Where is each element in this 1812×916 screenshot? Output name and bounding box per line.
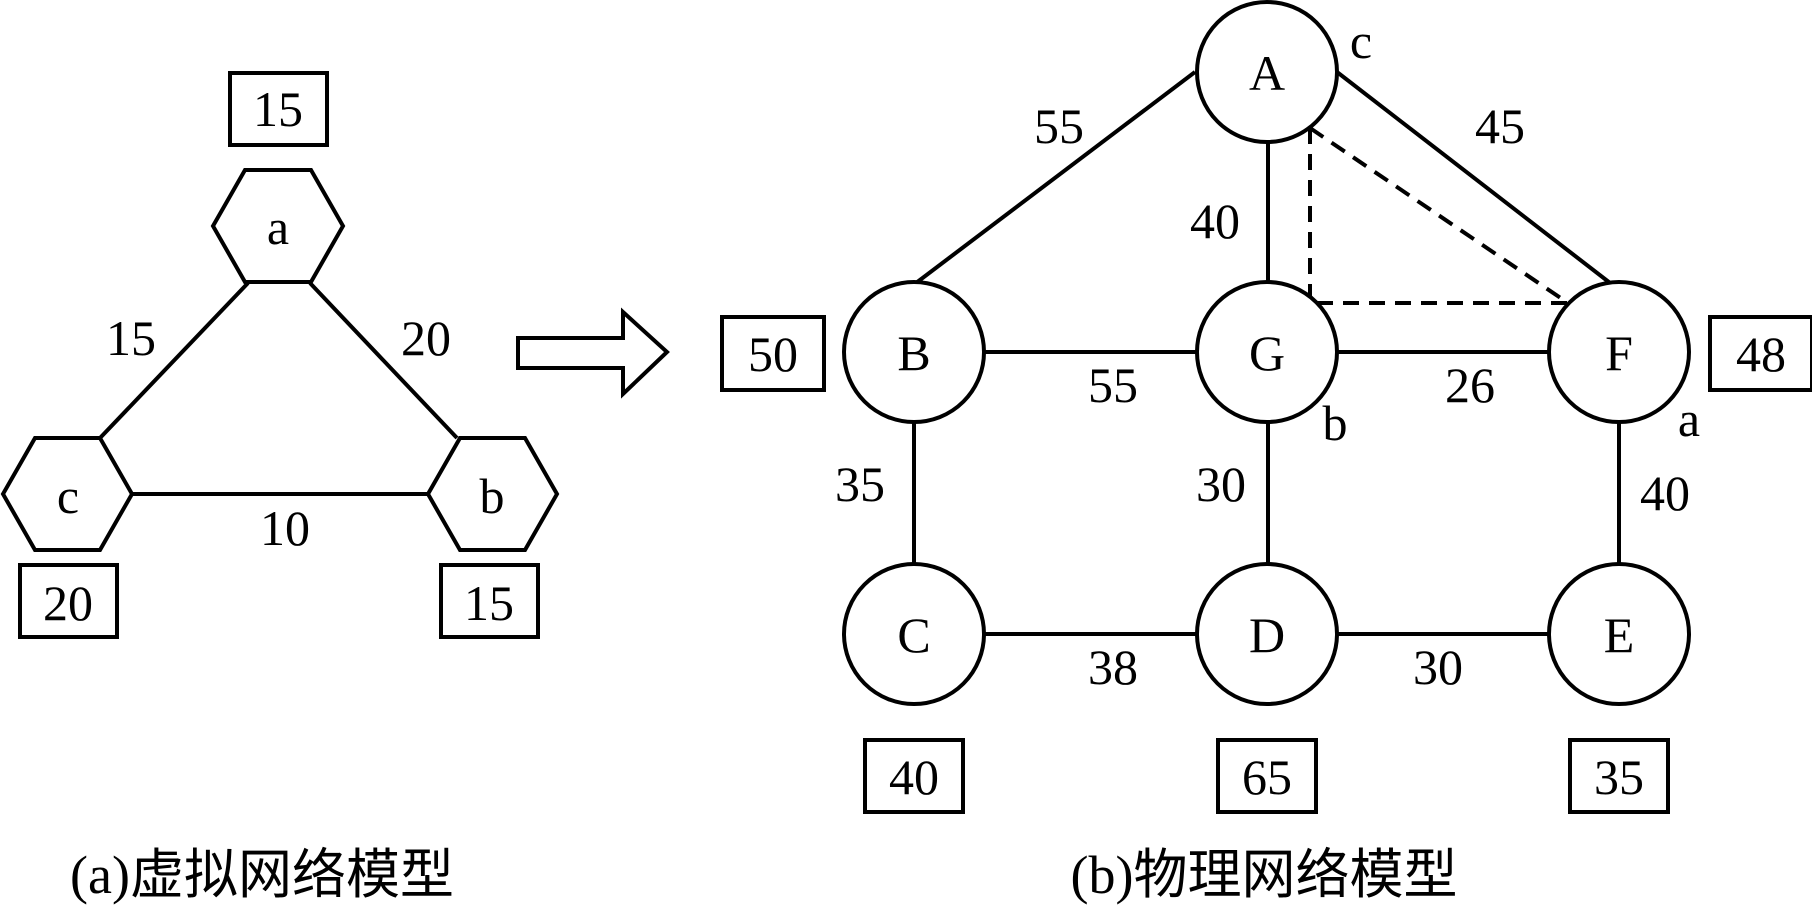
physical-link-weight-G-F: 26: [1445, 357, 1495, 413]
physical-link-weight-B-G: 55: [1088, 357, 1138, 413]
hexagon-node-icon: [425, 436, 560, 552]
virtual-node-a: a: [210, 168, 346, 284]
physical-capacity-value: 40: [889, 749, 939, 805]
physical-capacity-box-B: 50: [720, 315, 826, 392]
virtual-link-weight-a-c: 15: [106, 310, 156, 366]
virtual-demand-value: 15: [253, 81, 303, 137]
physical-link-weight-G-D: 30: [1196, 456, 1246, 512]
physical-link-A-F: [1335, 70, 1616, 288]
hexagon-node-icon: [0, 436, 135, 552]
circle-node-icon: [1547, 562, 1691, 706]
physical-node-label: D: [1249, 607, 1285, 663]
physical-link-weight-A-B: 55: [1034, 98, 1084, 154]
physical-node-C: C: [842, 562, 986, 706]
physical-node-label: A: [1249, 45, 1285, 101]
virtual-demand-box-a: 15: [228, 71, 329, 147]
physical-node-A: A: [1195, 0, 1339, 144]
physical-link-weight-D-E: 30: [1413, 639, 1463, 695]
circle-node-icon: [842, 280, 986, 424]
hexagon-node-icon: [210, 168, 346, 284]
virtual-node-label: a: [267, 199, 289, 255]
physical-node-B: B: [842, 280, 986, 424]
physical-node-D: D: [1195, 562, 1339, 706]
virtual-node-b: b: [425, 436, 560, 552]
physical-node-label: B: [897, 325, 930, 381]
virtual-link-weight-a-b: 20: [401, 310, 451, 366]
physical-capacity-value: 65: [1242, 749, 1292, 805]
physical-node-G: G: [1195, 280, 1339, 424]
physical-network: 55 45 40 55 26 35 30 40 38 30 A B G F C: [720, 0, 1812, 905]
mapping-marker-c-on-A: c: [1350, 13, 1372, 69]
circle-node-icon: [842, 562, 986, 706]
physical-link-weight-C-D: 38: [1088, 639, 1138, 695]
physical-network-caption: (b)物理网络模型: [1071, 845, 1458, 905]
physical-node-F: F: [1547, 280, 1691, 424]
mapping-marker-a-on-F: a: [1678, 391, 1700, 447]
physical-link-weight-F-E: 40: [1640, 465, 1690, 521]
virtual-network: 15 20 10 a c b 15 20 15 (a)虚拟网络模型: [0, 71, 560, 905]
virtual-link-a-b: [308, 281, 459, 440]
physical-link-weight-B-C: 35: [835, 456, 885, 512]
physical-link-A-B: [910, 70, 1197, 288]
circle-node-icon: [1195, 562, 1339, 706]
virtual-demand-box-b: 15: [439, 563, 540, 639]
physical-node-label: E: [1604, 607, 1635, 663]
physical-node-label: G: [1249, 325, 1285, 381]
physical-capacity-box-E: 35: [1568, 738, 1670, 814]
virtual-demand-value: 15: [464, 575, 514, 631]
mapping-arrow-icon: [516, 307, 670, 399]
virtual-node-c: c: [0, 436, 135, 552]
embedding-path-dashed-diagonal: [1308, 126, 1570, 305]
mapping-marker-b-on-G: b: [1323, 395, 1348, 451]
virtual-link-a-c: [98, 281, 250, 440]
physical-capacity-value: 50: [748, 326, 798, 382]
virtual-link-weight-c-b: 10: [260, 500, 310, 556]
physical-link-weight-A-F: 45: [1475, 98, 1525, 154]
virtual-node-label: c: [57, 468, 79, 524]
physical-node-E: E: [1547, 562, 1691, 706]
physical-node-label: C: [897, 607, 930, 663]
virtual-demand-box-c: 20: [18, 563, 119, 639]
physical-capacity-box-D: 65: [1216, 738, 1318, 814]
embedding-path-dashed: [1308, 128, 1568, 305]
physical-node-label: F: [1605, 325, 1633, 381]
virtual-node-label: b: [480, 468, 505, 524]
physical-capacity-value: 35: [1594, 749, 1644, 805]
circle-node-icon: [1195, 280, 1339, 424]
virtual-demand-value: 20: [43, 575, 93, 631]
physical-capacity-box-F: 48: [1708, 315, 1812, 392]
circle-node-icon: [1547, 280, 1691, 424]
physical-capacity-value: 48: [1736, 326, 1786, 382]
circle-node-icon: [1195, 0, 1339, 144]
physical-link-weight-A-G: 40: [1190, 193, 1240, 249]
virtual-network-caption: (a)虚拟网络模型: [70, 845, 454, 905]
physical-capacity-box-C: 40: [863, 738, 965, 814]
